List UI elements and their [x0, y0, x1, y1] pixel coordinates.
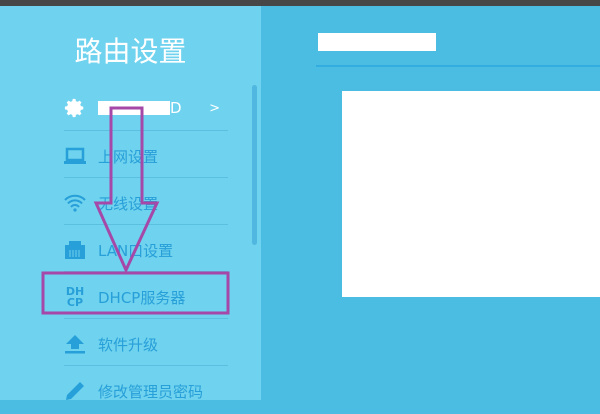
item-label: 修改管理员密码: [98, 382, 204, 401]
item-label: 软件升级: [98, 335, 159, 354]
pencil-icon: [62, 380, 88, 402]
divider: [64, 130, 228, 131]
annotation-arrow: [93, 106, 160, 274]
chevron-right-icon: >: [209, 100, 220, 116]
page-title-redacted: [318, 33, 436, 51]
title-underline: [316, 65, 600, 67]
divider: [64, 177, 228, 178]
sidebar-item-upgrade[interactable]: 软件升级: [62, 321, 228, 367]
wifi-icon: [62, 194, 88, 212]
item-label: DHCP服务器: [98, 288, 186, 307]
laptop-icon: [62, 147, 88, 165]
item-label-suffix: D: [170, 99, 182, 117]
dhcp-icon: DHCP: [62, 286, 88, 308]
gear-icon: [62, 97, 88, 119]
upload-icon: [62, 334, 88, 354]
annotation-overlay: [41, 106, 230, 315]
dhcp-icon-text: DHCP: [65, 285, 85, 309]
window-top-bar: [0, 0, 600, 6]
sidebar-scrollbar[interactable]: [252, 85, 257, 245]
sidebar-item-dhcp[interactable]: DHCP DHCP服务器: [62, 274, 228, 320]
sidebar-item-password[interactable]: 修改管理员密码: [62, 368, 228, 414]
sidebar-title: 路由设置: [74, 35, 187, 68]
divider: [64, 318, 228, 319]
lan-port-icon: [62, 241, 88, 259]
annotation-highlight-box: [41, 271, 230, 315]
divider: [64, 365, 228, 366]
content-panel: [342, 91, 600, 297]
sidebar: [0, 6, 261, 400]
